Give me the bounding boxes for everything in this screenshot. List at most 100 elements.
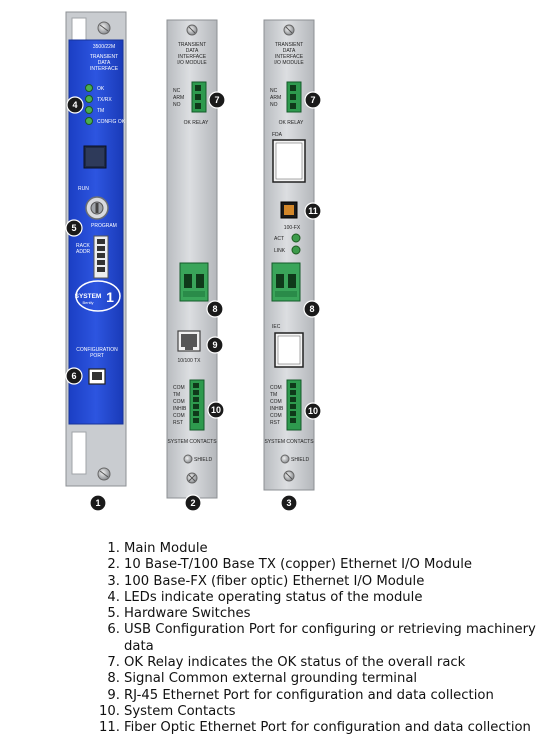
callout-badge-8a: 8	[206, 300, 224, 318]
io3-relay-pin-no: NO	[270, 102, 278, 108]
legend-text: RJ-45 Ethernet Port for configuration an…	[124, 687, 494, 703]
io3-contact-label-4: INHIB	[270, 406, 284, 412]
led-txrx-icon	[85, 95, 93, 103]
led-config-icon	[85, 117, 93, 125]
legend-text: USB Configuration Port for configuring o…	[124, 622, 536, 654]
status-leds: OK TX/RX TM CONFIG OK	[85, 84, 126, 125]
main-title-3: INTERFACE	[90, 66, 119, 72]
io3-iec-label: IEC	[272, 324, 281, 330]
io3-title-3: INTERFACE	[275, 54, 304, 60]
legend-text: OK Relay indicates the OK status of the …	[124, 655, 466, 671]
legend-number: 1.	[107, 541, 120, 556]
legend-item: 4.LEDs indicate operating status of the …	[104, 590, 545, 606]
led-label-txrx: TX/RX	[97, 97, 112, 103]
led-tm-icon	[85, 106, 93, 114]
io3-shield-screw-icon	[280, 454, 290, 464]
legend-number: 8.	[107, 671, 120, 687]
legend-number: 10.	[99, 703, 120, 719]
legend-number: 6.	[107, 622, 120, 638]
logo-text-2: 1	[106, 289, 114, 305]
io3-fda-label: FDA	[272, 132, 283, 138]
io2-relay-label: OK RELAY	[184, 120, 209, 126]
io2-contact-label-6: RST	[173, 420, 183, 426]
led-ok-icon	[85, 84, 93, 92]
rj45-ethernet-port[interactable]	[177, 330, 201, 352]
rack-address-switch[interactable]	[93, 235, 109, 279]
legend-text: Hardware Switches	[124, 606, 251, 622]
io2-contact-label-1: COM	[173, 385, 185, 391]
legend-text: System Contacts	[124, 703, 236, 719]
io3-act-led-icon	[291, 233, 301, 243]
io2-ground-terminal[interactable]	[179, 262, 209, 302]
io2-contact-label-3: COM	[173, 399, 185, 405]
legend-number: 4.	[107, 589, 120, 605]
svg-text:7: 7	[214, 95, 219, 105]
callout-badge-7b: 7	[304, 91, 322, 109]
io2-title-3: INTERFACE	[178, 54, 207, 60]
main-title-1: TRANSIENT	[90, 54, 118, 60]
io3-contact-label-5: COM	[270, 413, 282, 419]
io2-contact-label-4: INHIB	[173, 406, 187, 412]
io3-contact-label-6: RST	[270, 420, 280, 426]
callout-badge-8b: 8	[303, 300, 321, 318]
io2-shield-label: SHIELD	[194, 457, 212, 463]
legend-item: 3.100 Base-FX (fiber optic) Ethernet I/O…	[104, 574, 545, 590]
legend-item: 10.System Contacts	[99, 703, 545, 720]
main-config-label-1: CONFIGURATION	[76, 347, 118, 353]
io2-ok-relay-connector[interactable]	[191, 81, 207, 113]
callout-badge-4: 4	[66, 96, 84, 114]
legend-text: 100 Base-FX (fiber optic) Ethernet I/O M…	[124, 573, 425, 589]
callout-badge-5: 5	[65, 219, 83, 237]
legend-item: 2.10 Base-T/100 Base TX (copper) Etherne…	[104, 557, 545, 573]
io3-contact-label-3: COM	[270, 399, 282, 405]
legend-number: 11.	[99, 720, 120, 736]
callout-badge-7a: 7	[208, 91, 226, 109]
legend-text: Fiber Optic Ethernet Port for configurat…	[124, 720, 531, 736]
logo-text-3: Bently	[82, 300, 93, 305]
legend-item: 1. Main Module	[104, 541, 545, 557]
io3-ground-terminal[interactable]	[271, 262, 301, 302]
callout-badges: 4 5 6 1 7 8 9 10 2 7 11 8 10 3	[65, 91, 322, 512]
svg-text:1: 1	[95, 498, 100, 508]
main-program-label: PROGRAM	[91, 223, 117, 229]
io2-title-4: I/O MODULE	[177, 60, 207, 66]
io3-fiber-label: 100-FX	[284, 225, 301, 231]
main-module: 3500/22M TRANSIENT DATA INTERFACE OK TX/…	[65, 11, 127, 487]
io2-system-contacts[interactable]	[189, 379, 205, 431]
io3-relay-pin-arm: ARM	[270, 95, 281, 101]
io3-act-label: ACT	[274, 236, 284, 242]
svg-text:3: 3	[286, 498, 291, 508]
legend-text: Signal Common external grounding termina…	[124, 671, 418, 687]
system1-logo: SYSTEM 1 Bently	[75, 280, 121, 312]
fiber-optic-port[interactable]	[280, 201, 298, 219]
callout-badge-9: 9	[206, 336, 224, 354]
legend-text: LEDs indicate operating status of the mo…	[124, 589, 423, 605]
callout-badge-10b: 10	[304, 402, 322, 420]
module-diagram: 3500/22M TRANSIENT DATA INTERFACE OK TX/…	[65, 11, 322, 512]
svg-text:6: 6	[71, 371, 76, 381]
svg-text:2: 2	[190, 498, 195, 508]
io3-title-1: TRANSIENT	[275, 42, 303, 48]
main-title-2: DATA	[98, 60, 111, 66]
logo-text-1: SYSTEM	[75, 293, 102, 300]
legend-item: 11.Fiber Optic Ethernet Port for configu…	[99, 720, 545, 736]
legend-text: 10 Base-T/100 Base TX (copper) Ethernet …	[124, 557, 473, 573]
callout-badge-2: 2	[184, 494, 202, 512]
legend-number: 7.	[107, 655, 120, 671]
svg-text:10: 10	[308, 406, 318, 416]
led-label-config: CONFIG OK	[97, 119, 126, 125]
io3-ok-relay-connector[interactable]	[286, 81, 302, 113]
legend-text: Main Module	[124, 541, 208, 556]
svg-text:7: 7	[310, 95, 315, 105]
svg-text:8: 8	[309, 304, 314, 314]
io3-system-contacts[interactable]	[286, 379, 302, 431]
io3-contacts-label: SYSTEM CONTACTS	[264, 439, 314, 445]
io3-relay-pin-nc: NC	[270, 88, 278, 94]
legend-number: 5.	[107, 606, 120, 622]
io2-relay-pin-arm: ARM	[173, 95, 184, 101]
led-label-tm: TM	[97, 108, 104, 114]
main-config-label-2: PORT	[90, 353, 104, 359]
io3-title-4: I/O MODULE	[274, 60, 304, 66]
main-rack-label-2: ADDR	[76, 249, 91, 255]
io2-relay-pin-nc: NC	[173, 88, 181, 94]
